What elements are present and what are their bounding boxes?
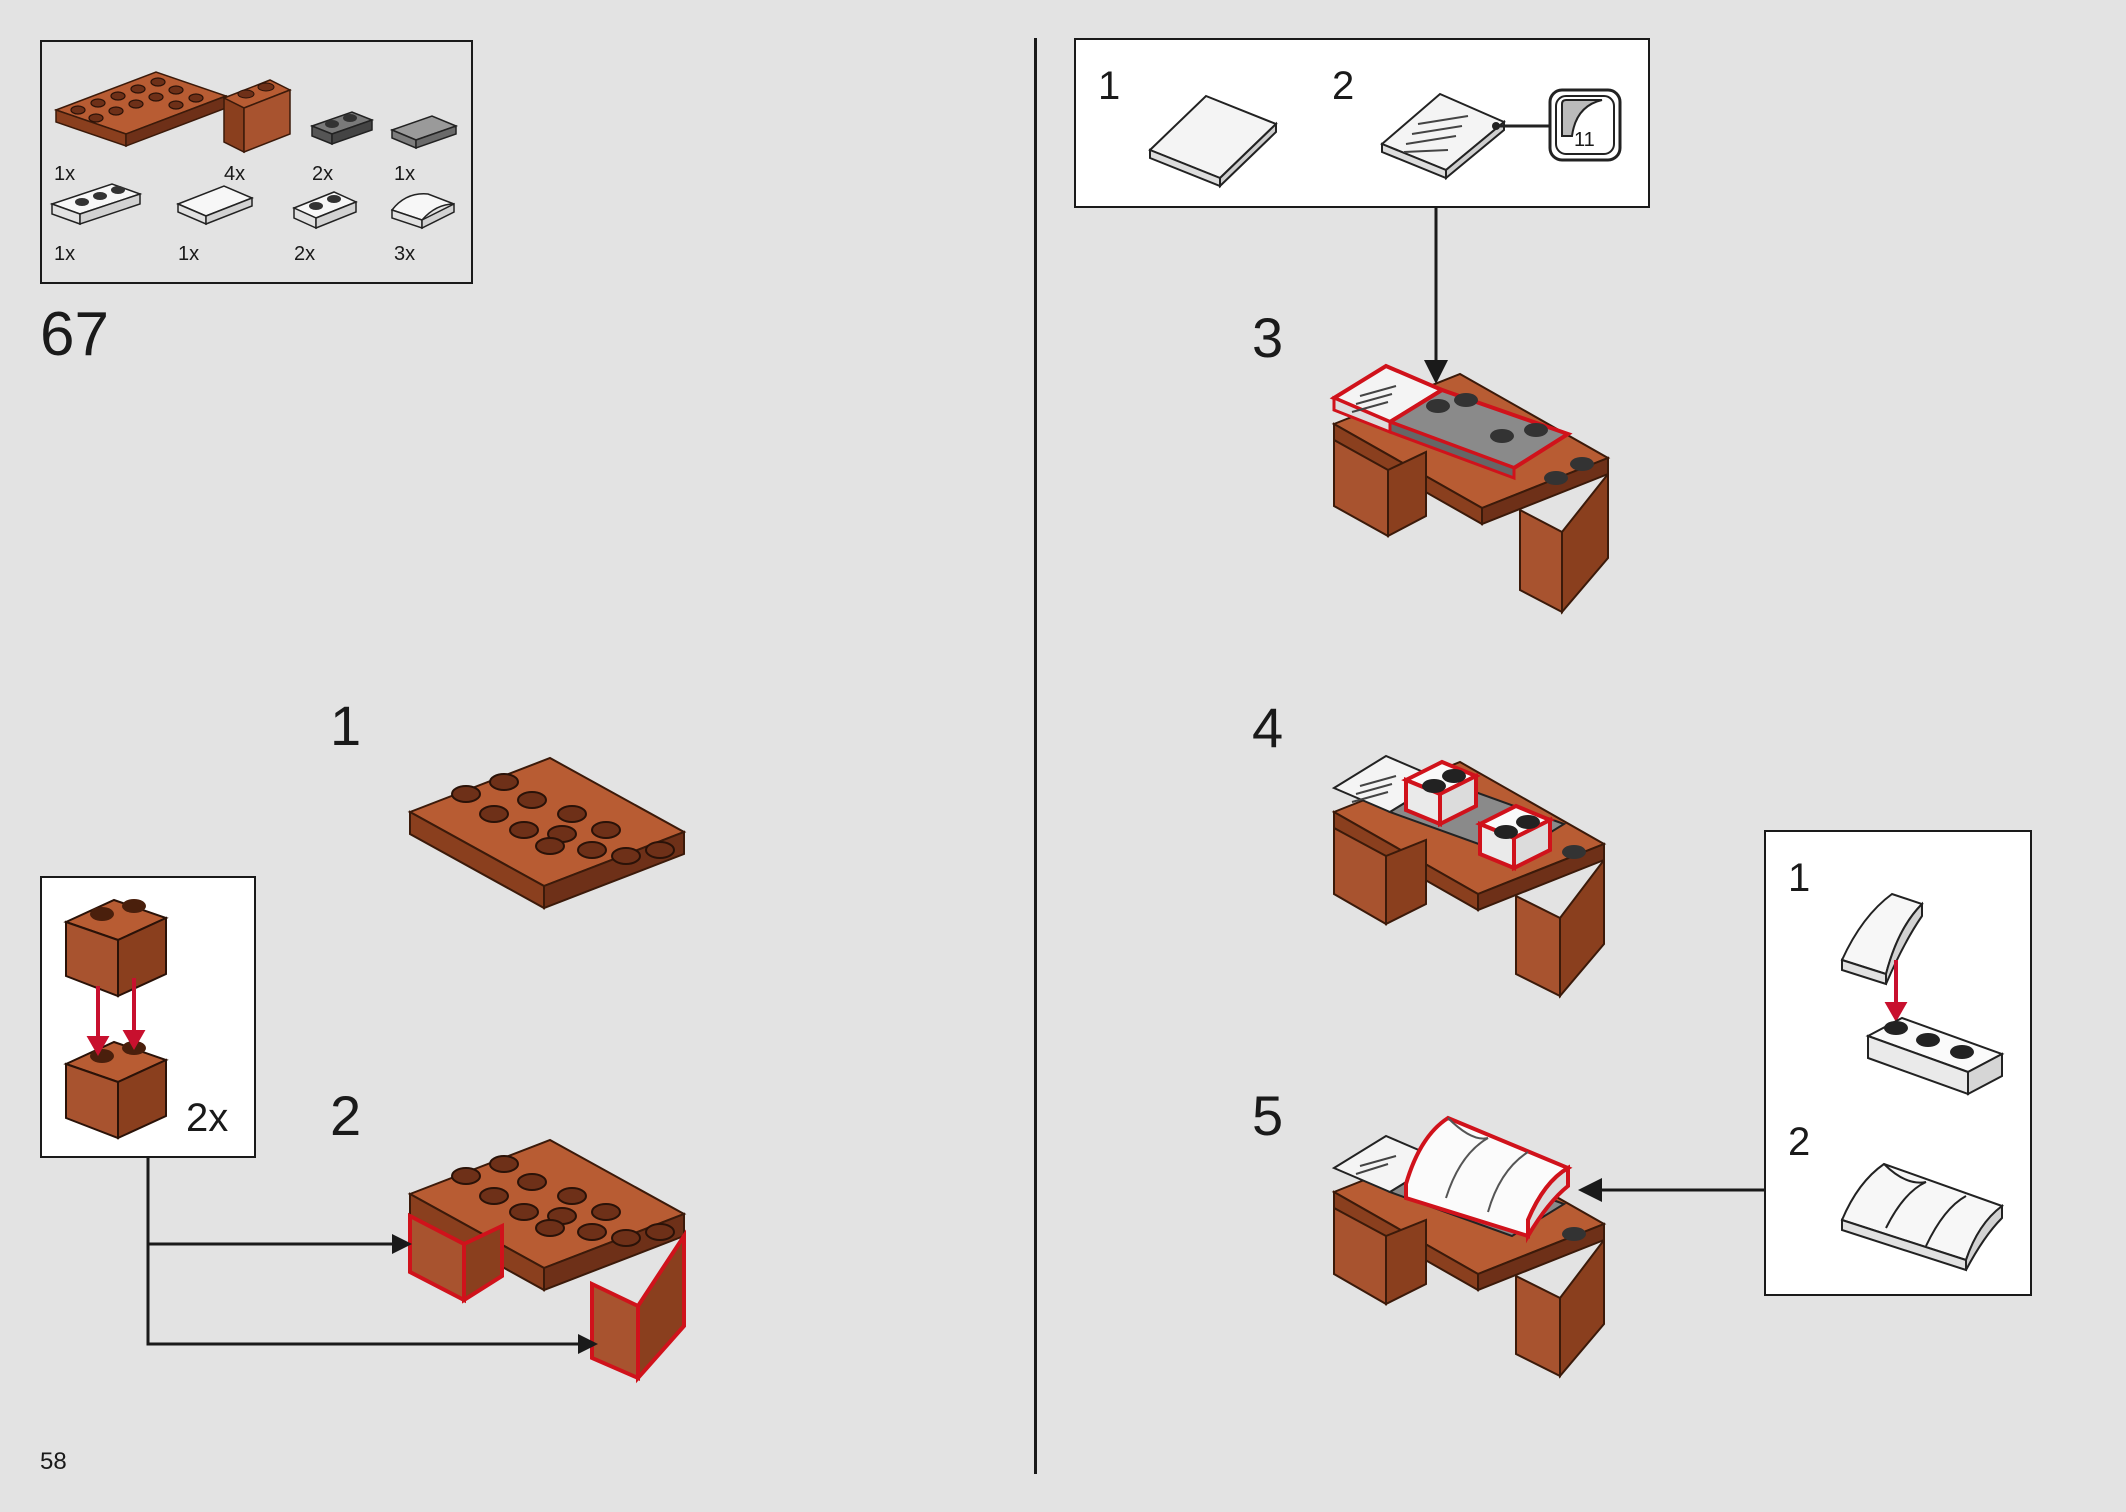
brick-bottom bbox=[63, 1040, 169, 1140]
parts-list-box: 1x 4x 2x 1x 1x 1x 2x 3x bbox=[40, 40, 473, 284]
sticker-icon bbox=[1548, 88, 1622, 162]
part-brown-plate-2x8 bbox=[53, 71, 229, 148]
red-arrows bbox=[86, 978, 146, 1057]
part-brown-brick-1x2 bbox=[222, 79, 292, 154]
subassembly-box-left: 2x bbox=[40, 876, 256, 1158]
part-qty: 2x bbox=[294, 243, 316, 265]
part-white-plate-1x3 bbox=[49, 183, 143, 226]
white-plate-1x3-sub bbox=[1865, 1016, 2005, 1096]
step2-arch-assembly bbox=[407, 1138, 687, 1384]
step-label-3: 3 bbox=[1252, 306, 1284, 369]
part-gray-tile bbox=[389, 115, 459, 150]
blank-tile bbox=[1148, 94, 1278, 189]
step-label-5: 5 bbox=[1252, 1084, 1284, 1147]
step5-desk bbox=[1331, 1115, 1607, 1379]
sticker-subassembly-box: 1 2 11 bbox=[1074, 38, 1650, 208]
page-divider bbox=[1034, 38, 1037, 1474]
step-label-1: 1 bbox=[330, 694, 362, 757]
subassembly-bricks bbox=[63, 898, 169, 1140]
part-white-curved-slope bbox=[390, 193, 455, 230]
step3-desk bbox=[1329, 363, 1611, 615]
white-plate-b bbox=[1475, 803, 1555, 872]
parts-list-illustrations bbox=[49, 71, 459, 230]
white-plate-a bbox=[1401, 759, 1481, 828]
sticker-number: 11 bbox=[1574, 129, 1595, 151]
part-white-tile bbox=[176, 185, 254, 226]
step4-desk bbox=[1331, 754, 1607, 999]
curved-slope-piece bbox=[1840, 892, 1924, 986]
three-slopes bbox=[1840, 1162, 2005, 1272]
part-qty: 1x bbox=[394, 163, 416, 185]
sticker-down-arrow bbox=[1424, 208, 1448, 384]
step-label-2: 2 bbox=[330, 1084, 362, 1147]
part-qty: 4x bbox=[224, 163, 246, 185]
sub-step-label: 2 bbox=[1788, 1120, 1811, 1164]
part-dark-gray-plate-1x2 bbox=[309, 111, 375, 146]
connector-arrows-left bbox=[146, 1158, 598, 1354]
subassembly-right-arrow bbox=[1578, 1178, 1764, 1202]
part-white-plate-1x2 bbox=[292, 191, 358, 230]
slope-subassembly bbox=[1840, 892, 2005, 1272]
part-qty: 1x bbox=[178, 243, 200, 265]
subassembly-box-right: 1 2 bbox=[1764, 830, 2032, 1296]
part-qty: 3x bbox=[394, 243, 416, 265]
sub-step-label: 2 bbox=[1332, 64, 1355, 108]
multiplier-label: 2x bbox=[186, 1096, 229, 1140]
sub-step-label: 1 bbox=[1788, 856, 1811, 900]
part-qty: 1x bbox=[54, 243, 76, 265]
stickered-tile bbox=[1380, 92, 1506, 181]
page-number: 58 bbox=[40, 1448, 67, 1475]
step1-brown-plate bbox=[407, 756, 687, 910]
red-arrow-down bbox=[1884, 960, 1908, 1023]
part-qty: 1x bbox=[54, 163, 76, 185]
brick-top bbox=[63, 898, 169, 998]
sticker-illustrations bbox=[1148, 88, 1622, 189]
sub-step-label: 1 bbox=[1098, 64, 1121, 108]
installed-slopes bbox=[1404, 1115, 1573, 1244]
step-number: 67 bbox=[40, 300, 109, 369]
step-label-4: 4 bbox=[1252, 696, 1284, 759]
part-qty: 2x bbox=[312, 163, 334, 185]
